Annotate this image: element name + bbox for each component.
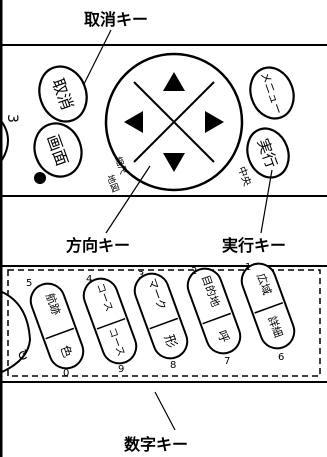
callout-numeric: 数字キー — [124, 435, 188, 454]
numeric-key-3-bottom: 形 — [160, 333, 179, 350]
numeric-key-4-digit-bottom: 9 — [118, 364, 124, 375]
edge-fragment-arc — [1, 121, 9, 161]
menu-button[interactable] — [243, 61, 300, 124]
leader-cancel — [83, 29, 112, 85]
numeric-key-2[interactable]: 目的地 呼 — [183, 264, 245, 358]
edge-fragment-glyph: 3 — [4, 114, 20, 123]
numeric-key-3-digit-bottom: 8 — [170, 360, 176, 371]
numeric-key-2-bottom: 呼 — [215, 328, 232, 344]
callout-cancel: 取消キー — [84, 10, 148, 29]
leader-direction — [105, 165, 151, 234]
numeric-key-4-digit-top: 4 — [86, 274, 92, 285]
numeric-key-3-digit-top: 3 — [138, 270, 144, 281]
screen-button[interactable] — [27, 117, 89, 183]
dpad-label-b: 地図 — [104, 173, 121, 194]
numeric-key-3[interactable]: マーク 形 — [130, 269, 192, 363]
leader-numeric — [154, 391, 176, 431]
numeric-key-5-bottom: 色 — [58, 343, 75, 359]
numeric-key-2-digit-top: 2 — [191, 266, 197, 277]
dpad-up-arrow[interactable] — [163, 72, 185, 91]
dpad-down-arrow[interactable] — [163, 153, 185, 172]
partial-edge-key-glyph: ↻ — [12, 347, 31, 363]
numeric-key-5-digit-top: 5 — [26, 278, 32, 289]
numeric-key-1[interactable]: 広域 詳細 — [237, 259, 299, 353]
numeric-key-4[interactable]: コース コース — [79, 274, 141, 368]
dpad-left-arrow[interactable] — [124, 111, 143, 133]
cancel-button[interactable] — [32, 60, 94, 128]
callout-direction: 方向キー — [66, 236, 130, 255]
numeric-key-5[interactable]: 航跡 色 — [26, 279, 88, 373]
leader-execute — [260, 169, 273, 234]
execute-sub-label: 中央 — [235, 165, 254, 188]
numeric-key-5-digit-bottom: 0 — [63, 368, 69, 379]
numeric-key-2-digit-bottom: 7 — [224, 356, 230, 367]
execute-button[interactable] — [241, 123, 296, 184]
callout-execute: 実行キー — [222, 236, 286, 255]
indicator-dot — [34, 172, 46, 184]
numeric-keys-outline — [7, 269, 321, 377]
numeric-key-1-digit-bottom: 6 — [278, 352, 284, 363]
partial-edge-key — [1, 291, 32, 373]
dpad-right-arrow[interactable] — [205, 111, 224, 133]
dpad-divider-b — [133, 81, 215, 163]
numeric-key-1-digit-top: 1 — [245, 262, 251, 273]
